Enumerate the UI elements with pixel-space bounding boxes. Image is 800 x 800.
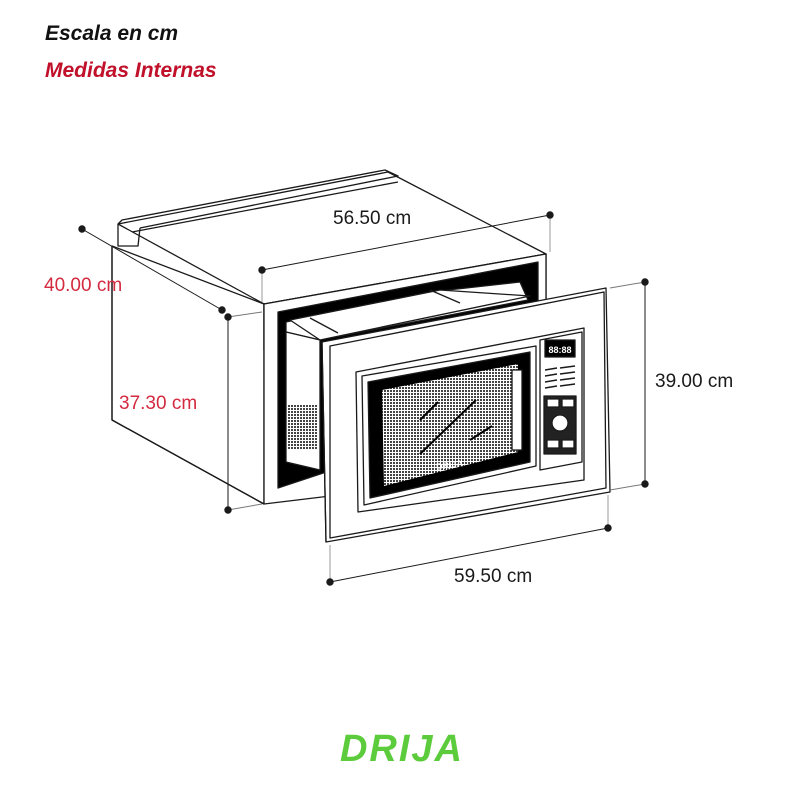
depth-dimension-label: 56.50 cm [333, 208, 412, 229]
dimension-outer-height-line [78, 225, 226, 314]
display-digits: 88:88 [548, 345, 571, 355]
outer-height-dimension-label: 40.00 cm [44, 275, 123, 296]
control-dial [551, 414, 569, 432]
inner-height-dimension-label: 37.30 cm [119, 393, 198, 414]
scale-label: Escala en cm [45, 22, 179, 45]
dimension-inner-height-line [224, 311, 263, 514]
drija-logo: DRIJA [340, 728, 464, 768]
side-vent [288, 405, 318, 450]
dimension-frame-width-line [326, 495, 612, 586]
display-panel [544, 339, 576, 358]
brand-logo-text: DRIJA [340, 728, 464, 768]
door-brand-text: DRIJA [436, 458, 465, 472]
dimension-frame-height-line [609, 278, 649, 491]
frame-width-dimension-label: 59.50 cm [454, 566, 533, 587]
microwave-frame: 88:88 DRIJA [321, 287, 611, 543]
frame-height-dimension-label: 39.00 cm [655, 371, 734, 392]
internal-measures-label: Medidas Internas [45, 59, 217, 82]
dimension-depth-line [258, 211, 554, 302]
